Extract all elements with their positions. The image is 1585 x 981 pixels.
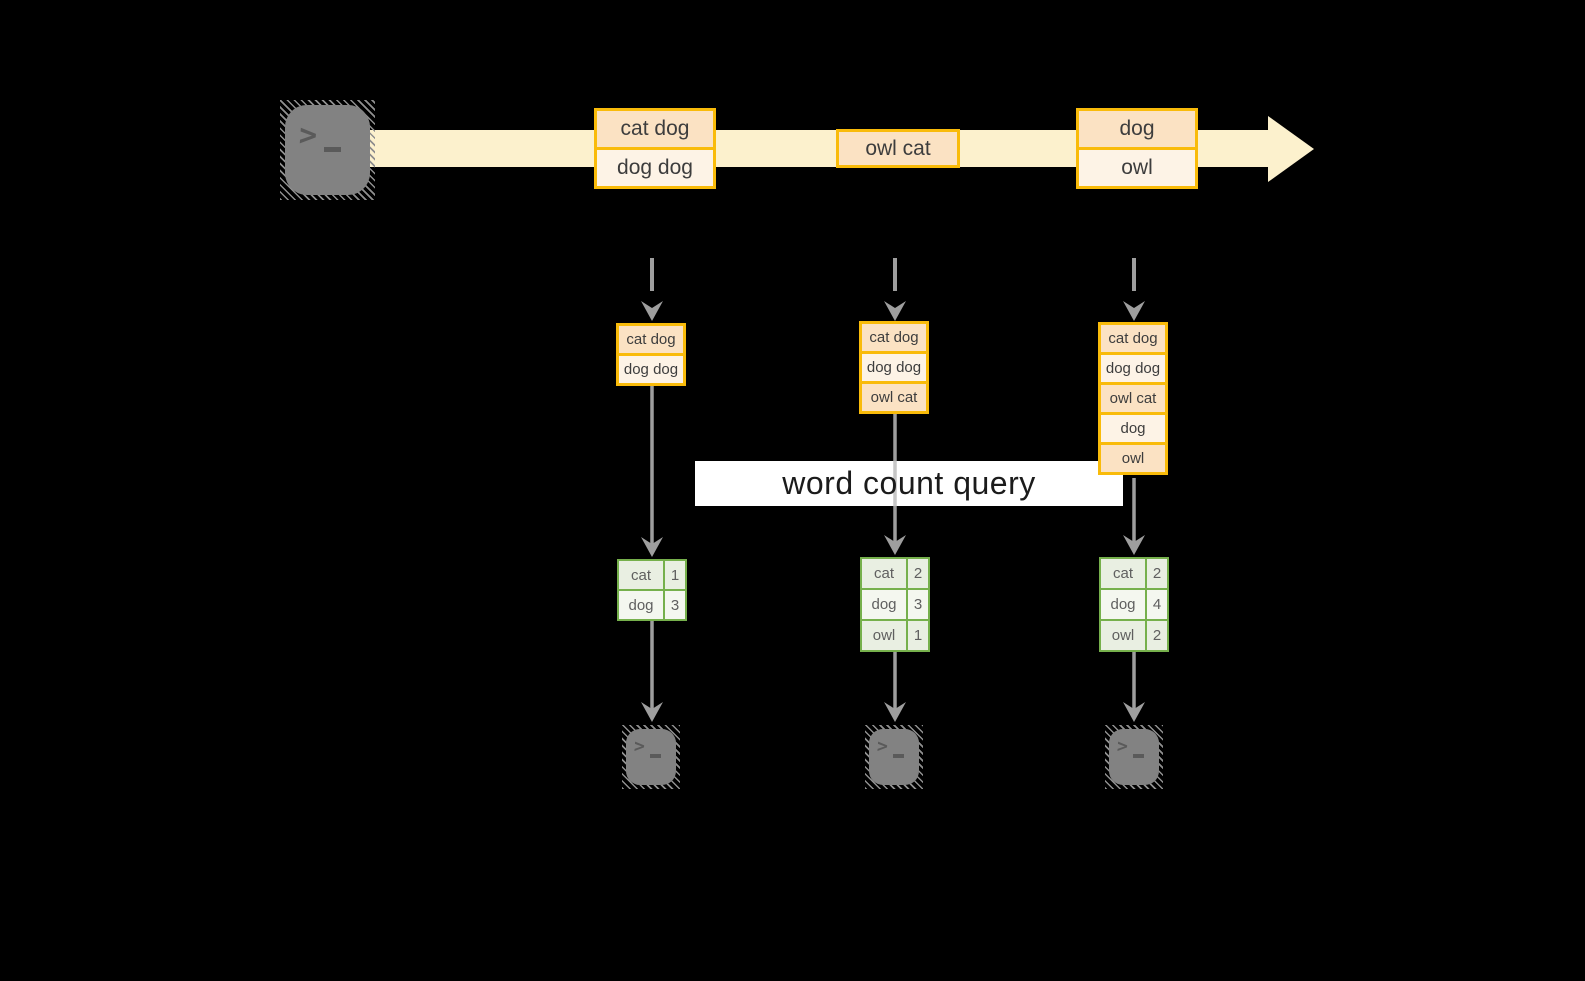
sink-arrow-1 [641,621,663,722]
event-cell: owl cat [862,384,926,411]
query-bar [695,461,1123,506]
sink-terminal-icon-1: > [622,725,680,789]
terminal-prompt-glyph: > [876,735,889,757]
terminal-prompt-glyph: > [633,735,646,757]
query-label: word count query [782,465,1036,501]
message-line: cat dog [597,111,713,147]
dashed-arrow-1 [641,258,663,321]
terminal-body: > [626,729,676,785]
count-word: owl [1101,621,1145,650]
count-value: 4 [1147,590,1167,619]
source-terminal-icon: > [280,100,375,200]
stream-message-3: dog owl [1076,108,1198,189]
count-word: cat [1101,559,1145,588]
message-line: owl cat [839,132,957,165]
count-table-2: cat 2 dog 3 owl 1 [860,557,930,652]
terminal-body: > [285,105,370,195]
count-value: 1 [908,621,928,650]
sink-arrow-3 [1123,652,1145,722]
event-cell: dog dog [619,356,683,383]
stream-message-2: owl cat [836,129,960,168]
terminal-prompt-glyph: > [297,117,318,153]
count-word: cat [619,561,663,589]
terminal-cursor-glyph [893,753,904,758]
terminal-body: > [869,729,919,785]
count-value: 3 [908,590,928,619]
stream-arrowhead [1268,116,1314,182]
message-line: dog dog [597,150,713,186]
terminal-body: > [1109,729,1159,785]
message-line: owl [1079,150,1195,186]
event-cell: cat dog [862,324,926,351]
terminal-prompt-glyph: > [1116,735,1129,757]
event-stack-1: cat dog dog dog [616,323,686,386]
count-value: 1 [665,561,685,589]
count-word: dog [862,590,906,619]
event-cell: cat dog [619,326,683,353]
event-cell: dog [1101,415,1165,442]
event-stack-3: cat dog dog dog owl cat dog owl [1098,322,1168,475]
count-value: 2 [1147,559,1167,588]
count-value: 2 [908,559,928,588]
dashed-arrow-2 [884,258,906,321]
count-word: owl [862,621,906,650]
event-cell: dog dog [862,354,926,381]
count-value: 2 [1147,621,1167,650]
event-stack-2: cat dog dog dog owl cat [859,321,929,414]
event-cell: cat dog [1101,325,1165,352]
query-arrow-1 [641,386,663,557]
count-word: dog [1101,590,1145,619]
event-cell: owl [1101,445,1165,472]
sink-terminal-icon-2: > [865,725,923,789]
query-arrow-2 [884,414,906,555]
count-word: dog [619,591,663,619]
count-word: cat [862,559,906,588]
event-cell: owl cat [1101,385,1165,412]
count-table-1: cat 1 dog 3 [617,559,687,621]
count-table-3: cat 2 dog 4 owl 2 [1099,557,1169,652]
terminal-cursor-glyph [324,147,342,153]
message-line: dog [1079,111,1195,147]
query-arrow-3 [1123,478,1145,555]
sink-arrow-2 [884,652,906,722]
terminal-cursor-glyph [650,753,661,758]
count-value: 3 [665,591,685,619]
terminal-cursor-glyph [1133,753,1144,758]
sink-terminal-icon-3: > [1105,725,1163,789]
stream-message-1: cat dog dog dog [594,108,716,189]
event-cell: dog dog [1101,355,1165,382]
dashed-arrow-3 [1123,258,1145,321]
